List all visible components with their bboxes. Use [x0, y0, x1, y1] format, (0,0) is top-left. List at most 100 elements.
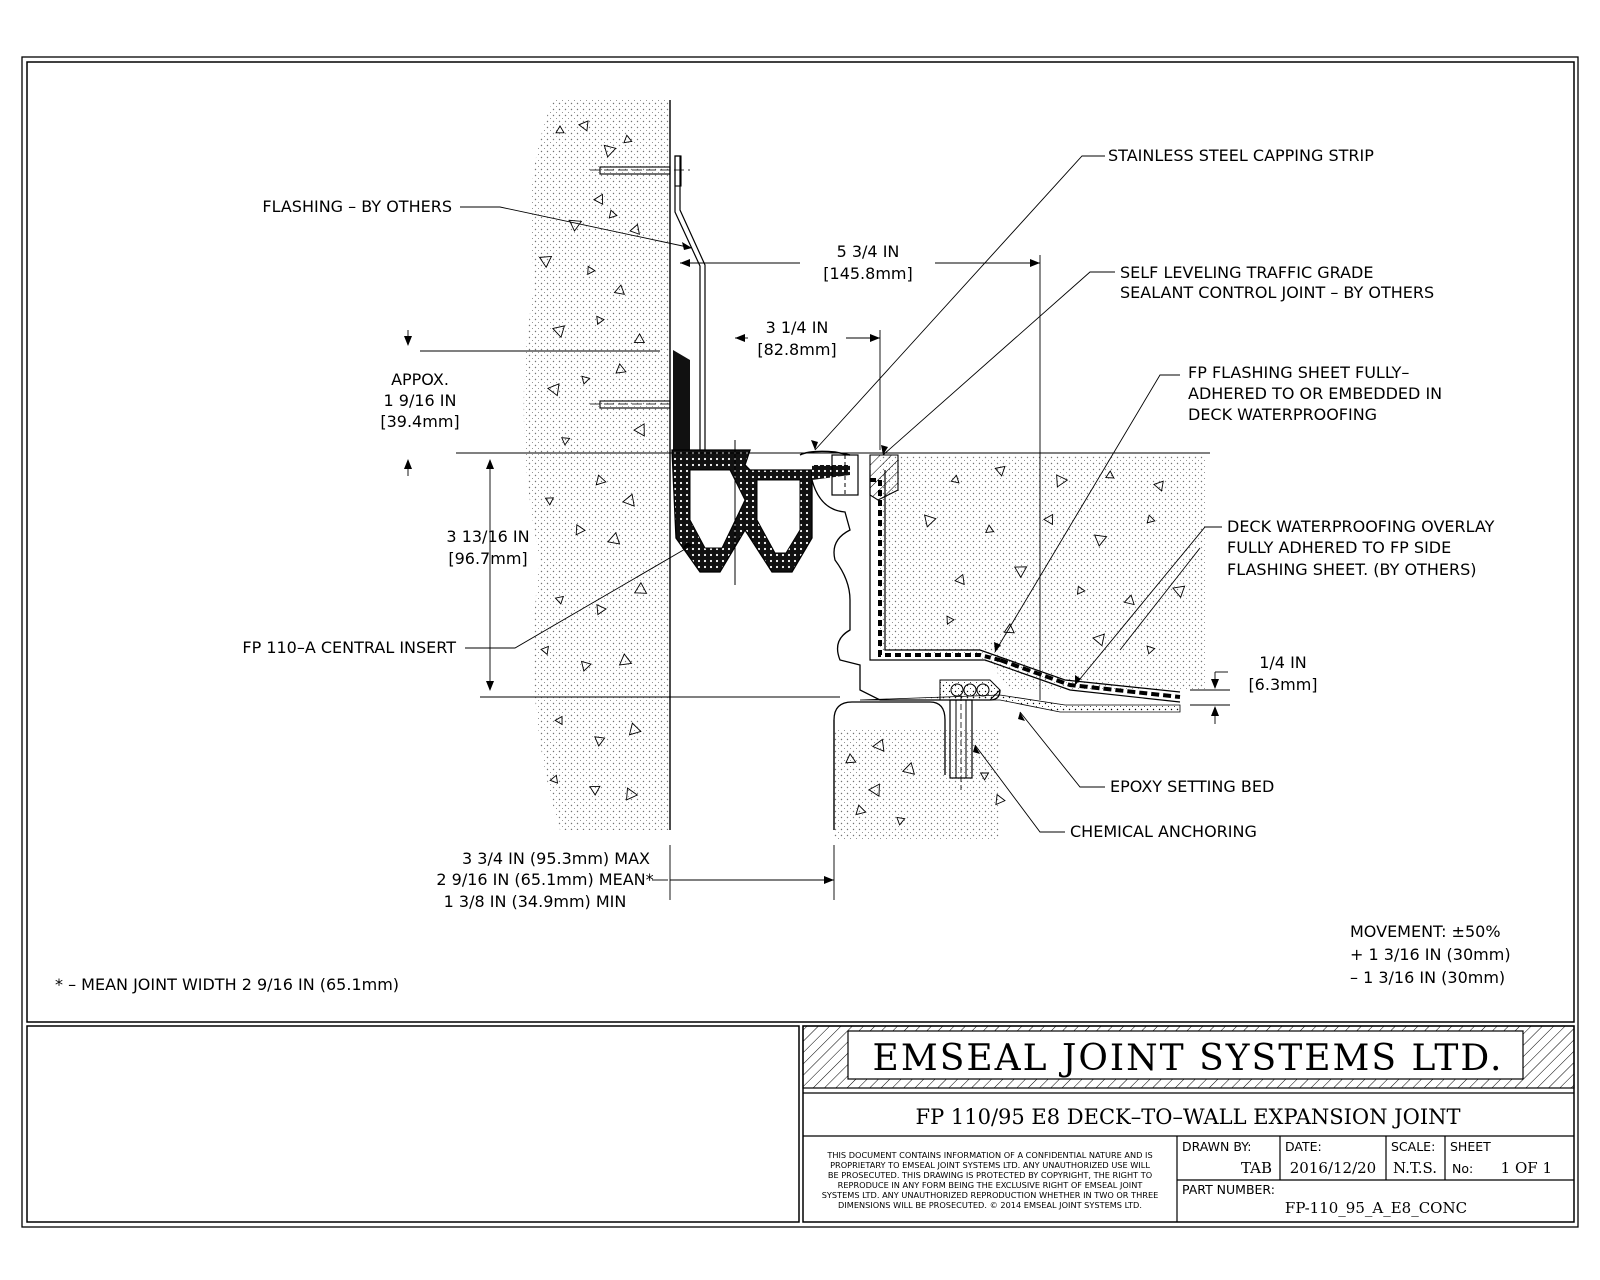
- aggregate-mark: [1056, 474, 1069, 488]
- label-deck-wp-2: FULLY ADHERED TO FP SIDE: [1227, 538, 1451, 557]
- aggregate-mark: [1146, 645, 1156, 655]
- aggregate-mark: [555, 125, 565, 134]
- leader-lines: [460, 155, 1222, 833]
- aggregate-mark: [628, 722, 642, 736]
- aggregate-mark: [995, 793, 1006, 806]
- aggregate-mark: [575, 523, 586, 536]
- movement-minus: – 1 3/16 IN (30mm): [1350, 968, 1505, 987]
- aggregate-mark: [595, 474, 607, 486]
- label-fp-flashing-1: FP FLASHING SHEET FULLY–: [1188, 363, 1409, 382]
- label-fp-flashing-3: DECK WATERPROOFING: [1188, 405, 1377, 424]
- part-number-value: FP-110_95_A_E8_CONC: [1285, 1199, 1467, 1217]
- aggregate-mark: [1153, 480, 1164, 492]
- aggregate-mark: [549, 774, 559, 784]
- aggregate-mark: [845, 752, 857, 764]
- title-block: [802, 1025, 1575, 1223]
- aggregate-mark: [985, 524, 995, 534]
- confidential-line: SYSTEMS LTD. ANY UNAUTHORIZED REPRODUCTI…: [822, 1190, 1159, 1200]
- aggregate-mark: [546, 383, 560, 397]
- aggregate-mark: [1105, 470, 1115, 479]
- aggregate-mark: [622, 493, 635, 507]
- aggregate-mark: [561, 437, 571, 446]
- capping-strip: [799, 450, 851, 456]
- aggregate-mark: [581, 375, 591, 385]
- aggregate-mark: [580, 660, 592, 672]
- aggregate-mark: [1092, 633, 1105, 647]
- aggregate-mark: [868, 783, 880, 797]
- wall-anchor-lower: [590, 400, 690, 409]
- aggregate-mark: [587, 265, 596, 276]
- aggregate-mark: [979, 772, 990, 781]
- aggregate-mark: [896, 816, 906, 826]
- aggregate-mark: [538, 255, 553, 269]
- aggregate-mark: [594, 736, 606, 747]
- label-sealant-2: SEALANT CONTROL JOINT – BY OTHERS: [1120, 283, 1434, 302]
- dim-min: 1 3/8 IN (34.9mm) MIN: [444, 892, 627, 911]
- aggregate-mark: [994, 465, 1006, 477]
- aggregate-mark: [1123, 594, 1135, 606]
- deck-anchor-block: [831, 454, 899, 501]
- aggregate-mark: [613, 284, 626, 295]
- aggregate-mark: [1093, 534, 1108, 547]
- aggregate-mark: [633, 333, 646, 344]
- dim-1-4: 1/4 IN: [1259, 653, 1307, 672]
- label-capping-strip: STAINLESS STEEL CAPPING STRIP: [1108, 146, 1374, 165]
- dimension-lines: [407, 255, 1230, 900]
- dim-3-13-16-mm: [96.7mm]: [448, 549, 527, 568]
- aggregate-mark: [901, 761, 915, 775]
- aggregate-mark: [1172, 585, 1186, 599]
- aggregate-mark: [923, 514, 937, 528]
- dim-1-9-16-mm: [39.4mm]: [380, 412, 459, 431]
- aggregate-mark: [855, 804, 867, 816]
- aggregate-mark: [1013, 566, 1028, 579]
- movement-plus: + 1 3/16 IN (30mm): [1350, 945, 1511, 964]
- aggregate-mark: [592, 193, 604, 205]
- aggregate-mark: [554, 595, 565, 605]
- aggregate-mark: [589, 785, 601, 796]
- label-chemical-anchoring: CHEMICAL ANCHORING: [1070, 822, 1257, 841]
- aggregate-mark: [618, 653, 633, 666]
- label-sealant-1: SELF LEVELING TRAFFIC GRADE: [1120, 263, 1373, 282]
- aggregate-mark: [540, 645, 549, 656]
- sheet-label: SHEET: [1450, 1139, 1491, 1154]
- aggregate-mark: [608, 209, 618, 219]
- dim-mean: 2 9/16 IN (65.1mm) MEAN*: [436, 870, 653, 889]
- confidential-line: THIS DOCUMENT CONTAINS INFORMATION OF A …: [826, 1150, 1152, 1160]
- drawn-by-value: TAB: [1241, 1159, 1272, 1177]
- notes-box: [26, 1025, 800, 1223]
- aggregate-mark: [578, 120, 589, 132]
- drawn-by-label: DRAWN BY:: [1182, 1139, 1251, 1154]
- aggregate-mark: [629, 223, 640, 235]
- dim-1-9-16: 1 9/16 IN: [384, 391, 457, 410]
- aggregate-mark: [568, 219, 583, 232]
- aggregate-mark: [950, 474, 960, 484]
- aggregate-mark: [615, 363, 627, 374]
- date-label: DATE:: [1285, 1139, 1322, 1154]
- aggregate-mark: [554, 715, 563, 726]
- aggregate-mark: [1076, 585, 1086, 595]
- label-epoxy: EPOXY SETTING BED: [1110, 777, 1274, 796]
- drawing-title: FP 110/95 E8 DECK–TO–WALL EXPANSION JOIN…: [916, 1105, 1461, 1129]
- aggregate-mark: [1043, 513, 1054, 526]
- dim-3-13-16: 3 13/16 IN: [446, 527, 529, 546]
- aggregate-mark: [946, 615, 955, 625]
- aggregate-mark: [633, 423, 645, 437]
- dim-3-1-4-mm: [82.8mm]: [757, 340, 836, 359]
- dim-5-3-4-mm: [145.8mm]: [823, 264, 912, 283]
- movement-title: MOVEMENT: ±50%: [1350, 922, 1501, 941]
- date-value: 2016/12/20: [1290, 1159, 1376, 1177]
- aggregate-mark: [1146, 514, 1156, 524]
- aggregate-mark: [871, 738, 885, 752]
- arrowheads: [404, 242, 1219, 884]
- dim-max: 3 3/4 IN (95.3mm) MAX: [462, 849, 650, 868]
- company-name: EMSEAL JOINT SYSTEMS LTD.: [873, 1038, 1504, 1079]
- sheet-value: 1 OF 1: [1501, 1159, 1552, 1177]
- sheet-no-label: No:: [1452, 1161, 1473, 1176]
- confidential-notice: THIS DOCUMENT CONTAINS INFORMATION OF A …: [822, 1150, 1159, 1210]
- confidential-line: DIMENSIONS WILL BE PROSECUTED. © 2014 EM…: [838, 1200, 1142, 1210]
- concrete-aggregate: [538, 120, 1186, 826]
- aggregate-mark: [596, 315, 605, 326]
- outer-border: [21, 56, 1579, 1228]
- footnote: * – MEAN JOINT WIDTH 2 9/16 IN (65.1mm): [55, 975, 399, 994]
